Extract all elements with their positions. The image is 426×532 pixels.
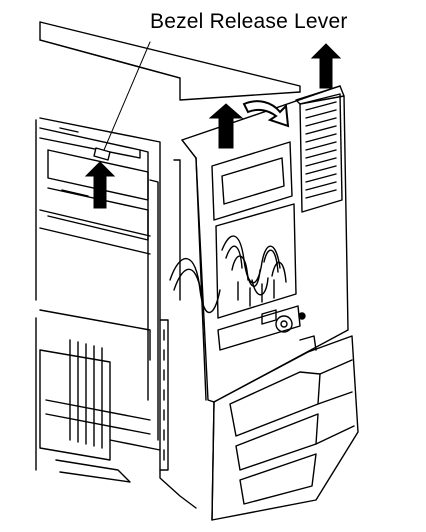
side-panel-slots <box>159 159 181 471</box>
bezel-frame-details <box>211 93 343 351</box>
callout-leader-line <box>103 41 151 151</box>
front-bezel-edge <box>181 85 345 159</box>
lift-arrow-left <box>84 161 116 209</box>
chassis-outline <box>39 21 301 509</box>
lift-arrow-center <box>208 103 244 149</box>
lower-front-shroud <box>211 335 359 521</box>
lift-arrow-right <box>310 43 342 89</box>
tilt-rotation-arrow <box>242 100 290 128</box>
bezel-release-lever <box>93 147 111 161</box>
drive-bay-shelves <box>39 127 159 441</box>
bezel-release-lever-callout-label: Bezel Release Lever <box>150 10 348 33</box>
expansion-card-area <box>39 309 161 483</box>
chassis-top-panel <box>39 39 301 101</box>
